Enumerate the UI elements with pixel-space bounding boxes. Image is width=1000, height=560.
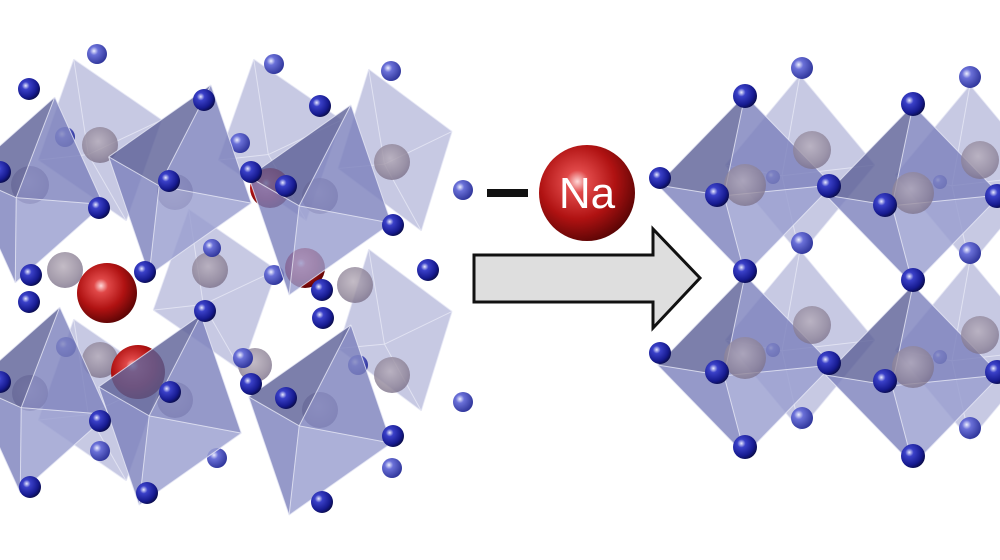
octahedron — [98, 314, 242, 506]
center-atom — [374, 144, 410, 180]
anion-atom — [275, 175, 297, 197]
center-atom — [82, 342, 118, 378]
anion-atom — [817, 351, 841, 375]
left-structure-far-anions — [55, 44, 473, 478]
anion-atom — [311, 491, 333, 513]
sodium-label: Na — [559, 169, 616, 218]
anion-atom — [87, 44, 107, 64]
anion-atom — [733, 259, 757, 283]
anion-atom — [791, 57, 813, 79]
center-atom — [793, 306, 831, 344]
anion-atom — [705, 360, 729, 384]
octahedron — [108, 84, 252, 276]
anion-atom — [233, 348, 253, 368]
anion-atom — [453, 392, 473, 412]
anion-atom — [309, 95, 331, 117]
anion-atom — [312, 307, 334, 329]
octahedron — [0, 306, 109, 494]
octahedron — [657, 274, 833, 456]
octahedron — [248, 104, 392, 296]
center-atom — [47, 252, 83, 288]
anion-atom — [20, 264, 42, 286]
anion-atom — [240, 161, 262, 183]
center-atom — [192, 252, 228, 288]
anion-atom — [959, 66, 981, 88]
center-atom — [82, 127, 118, 163]
anion-atom — [381, 61, 401, 81]
anion-atom — [901, 92, 925, 116]
anion-atom — [89, 410, 111, 432]
anion-atom — [649, 342, 671, 364]
anion-atom — [203, 239, 221, 257]
anion-atom — [382, 425, 404, 447]
center-atom — [337, 267, 373, 303]
anion-atom — [873, 369, 897, 393]
anion-atom — [985, 360, 1000, 384]
sodium-atom — [77, 263, 137, 323]
anion-atom — [88, 197, 110, 219]
anion-atom — [240, 373, 262, 395]
anion-atom — [901, 444, 925, 468]
anion-atom — [985, 184, 1000, 208]
anion-atom — [275, 387, 297, 409]
anion-atom — [311, 279, 333, 301]
anion-atom — [959, 417, 981, 439]
anion-atom — [382, 458, 402, 478]
left-structure-near-anions — [0, 78, 439, 513]
anion-atom — [194, 300, 216, 322]
anion-atom — [0, 371, 11, 393]
anion-atom — [791, 407, 813, 429]
minus-sign-icon — [487, 189, 528, 197]
anion-atom — [19, 476, 41, 498]
octahedron — [248, 324, 392, 516]
anion-atom — [733, 435, 757, 459]
anion-atom — [873, 193, 897, 217]
anion-atom — [264, 265, 284, 285]
anion-atom — [18, 291, 40, 313]
anion-atom — [136, 482, 158, 504]
center-atom — [892, 172, 934, 214]
anion-atom — [134, 261, 156, 283]
octahedron — [657, 94, 833, 276]
anion-atom — [90, 441, 110, 461]
anion-atom — [791, 232, 813, 254]
anion-atom — [417, 259, 439, 281]
anion-atom — [18, 78, 40, 100]
anion-atom — [649, 167, 671, 189]
sodium-sphere — [539, 145, 635, 241]
anion-atom — [158, 170, 180, 192]
anion-atom — [230, 133, 250, 153]
center-atom — [724, 164, 766, 206]
anion-atom — [382, 214, 404, 236]
center-atom — [892, 346, 934, 388]
anion-atom — [0, 161, 11, 183]
right-structure-near-anions — [649, 84, 1000, 468]
anion-atom — [264, 54, 284, 74]
anion-atom — [817, 174, 841, 198]
anion-atom — [193, 89, 215, 111]
octahedron — [825, 284, 1000, 466]
anion-atom — [959, 242, 981, 264]
reaction-arrow-icon — [472, 225, 703, 332]
center-atom — [724, 337, 766, 379]
center-atom — [793, 131, 831, 169]
anion-atom — [159, 381, 181, 403]
center-atom — [374, 357, 410, 393]
anion-atom — [453, 180, 473, 200]
center-atom — [961, 316, 999, 354]
right-structure-front-octahedra — [657, 94, 1000, 466]
center-atom — [961, 141, 999, 179]
anion-atom — [705, 183, 729, 207]
anion-atom — [733, 84, 757, 108]
sodium-ion-removed: Na — [487, 145, 635, 241]
anion-atom — [901, 268, 925, 292]
right-structure-center-atoms — [724, 131, 999, 388]
